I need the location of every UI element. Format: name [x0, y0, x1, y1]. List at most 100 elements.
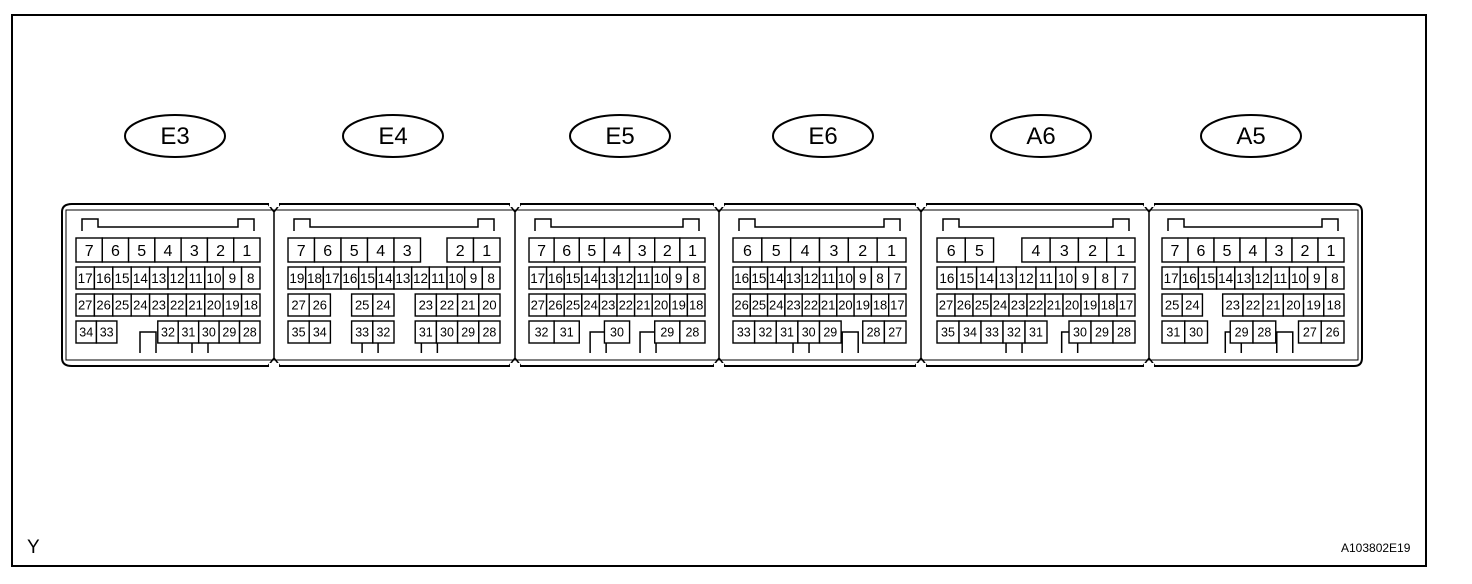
connector-label: A5 — [1236, 123, 1265, 150]
section-divider — [1142, 203, 1156, 367]
pin-cell — [936, 237, 966, 263]
pin-number: 25 — [975, 298, 989, 313]
divider-gap — [714, 203, 724, 207]
pin-cell — [446, 237, 475, 263]
pin-number: 27 — [888, 326, 902, 340]
pin-number: 10 — [206, 271, 221, 286]
pin-number: 28 — [482, 326, 496, 340]
pin-number: 17 — [1164, 271, 1179, 286]
figure-frame — [11, 14, 1427, 567]
pin-number: 29 — [1235, 326, 1249, 340]
pin-number: 7 — [1171, 243, 1180, 260]
pin-number: 10 — [838, 271, 853, 286]
key-bump — [534, 218, 700, 231]
pin-number: 18 — [1101, 298, 1115, 313]
pin-cell — [154, 237, 182, 263]
pin-number: 34 — [963, 326, 977, 340]
pin-number: 18 — [307, 271, 322, 286]
pin-number: 33 — [100, 326, 114, 340]
pin-number: 27 — [939, 298, 953, 313]
pin-number: 8 — [1331, 271, 1339, 286]
pin-number: 11 — [1039, 271, 1053, 286]
pin-number: 25 — [1165, 298, 1179, 313]
pin-cell — [308, 320, 332, 344]
pin-cell — [1181, 293, 1204, 317]
pin-number: 12 — [170, 271, 185, 286]
pin-cell — [1114, 266, 1136, 290]
pin-number: 15 — [1200, 271, 1215, 286]
pin-number: 4 — [164, 243, 173, 260]
pin-cell — [578, 237, 606, 263]
pin-number: 33 — [985, 326, 999, 340]
key-notch — [639, 331, 657, 353]
pin-number: 2 — [663, 243, 672, 260]
pin-number: 1 — [242, 243, 251, 260]
pin-number: 19 — [289, 271, 304, 286]
pin-number: 14 — [133, 271, 149, 286]
housing-outline — [61, 203, 1363, 367]
pin-number: 15 — [360, 271, 375, 286]
key-bump — [738, 218, 901, 231]
pin-number: 30 — [1189, 326, 1203, 340]
pin-number: 10 — [1291, 271, 1306, 286]
pin-cell — [888, 293, 907, 317]
pin-number: 19 — [671, 298, 685, 313]
pin-number: 3 — [1060, 243, 1069, 260]
pin-number: 20 — [1065, 298, 1079, 313]
connector-label: E6 — [808, 123, 837, 150]
pin-number: 32 — [758, 326, 772, 340]
pin-number: 4 — [801, 243, 810, 260]
pin-number: 10 — [653, 271, 668, 286]
pin-cell — [818, 320, 842, 344]
pin-cell — [1323, 293, 1345, 317]
pin-number: 29 — [823, 326, 837, 340]
pin-cell — [101, 237, 130, 263]
pin-number: 7 — [297, 243, 306, 260]
pin-number: 25 — [355, 298, 369, 313]
divider-gap — [269, 203, 279, 207]
pin-number: 22 — [1246, 298, 1260, 313]
pin-number: 3 — [190, 243, 199, 260]
pin-number: 12 — [1255, 271, 1270, 286]
pin-number: 8 — [876, 271, 884, 286]
divider-gap — [916, 363, 926, 367]
pin-number: 24 — [769, 298, 783, 313]
pin-cell — [478, 293, 501, 317]
pin-number: 13 — [786, 271, 801, 286]
pin-cell — [308, 293, 332, 317]
pin-cell — [818, 237, 850, 263]
pin-number: 13 — [601, 271, 616, 286]
pin-cell — [1325, 266, 1345, 290]
pin-number: 5 — [137, 243, 146, 260]
pin-number: 5 — [1223, 243, 1232, 260]
pin-number: 19 — [1083, 298, 1097, 313]
pin-number: 13 — [151, 271, 166, 286]
pin-number: 1 — [1116, 243, 1125, 260]
pin-number: 28 — [867, 326, 881, 340]
key-bump — [293, 218, 495, 231]
pin-cell — [1116, 293, 1136, 317]
pin-number: 12 — [618, 271, 633, 286]
pin-number: 32 — [161, 326, 175, 340]
pin-number: 1 — [688, 243, 697, 260]
pin-cell — [679, 237, 706, 263]
pin-number: 10 — [1058, 271, 1073, 286]
pin-number: 5 — [772, 243, 781, 260]
pin-cell — [287, 237, 316, 263]
connector-label: E3 — [160, 123, 189, 150]
pin-cell — [1024, 320, 1048, 344]
pin-number: 31 — [560, 326, 574, 340]
pin-number: 4 — [613, 243, 622, 260]
pin-number: 16 — [734, 271, 749, 286]
divider-gap — [510, 363, 520, 367]
pin-number: 4 — [1249, 243, 1258, 260]
housing-inner-outline — [65, 209, 1359, 361]
pin-number: 18 — [1327, 298, 1341, 313]
pin-number: 32 — [535, 326, 549, 340]
pin-number: 26 — [313, 298, 327, 313]
pin-number: 25 — [115, 298, 129, 313]
pin-number: 32 — [1007, 326, 1021, 340]
